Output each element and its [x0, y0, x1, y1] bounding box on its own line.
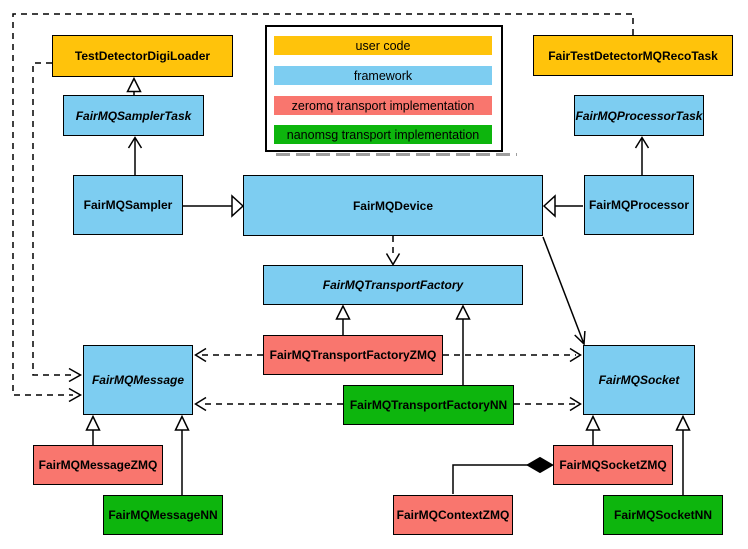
node-fairmqsampler: FairMQSampler: [73, 175, 183, 235]
edge-comp-contextzmq-socketzmq: [452, 456, 555, 494]
node-label: FairMQTransportFactoryNN: [349, 398, 508, 412]
edge-arrow-device-socket: [542, 236, 586, 346]
node-label: FairMQSamplerTask: [75, 108, 192, 123]
edge-inherit-tfzmq-transportfactory: [335, 304, 351, 335]
node-fairmqtransportfactory: FairMQTransportFactory: [263, 265, 523, 305]
node-fairmqtransportfactoryzmq: FairMQTransportFactoryZMQ: [263, 335, 443, 375]
node-fairtestdetectormqrecotask: FairTestDetectorMQRecoTask: [533, 35, 733, 76]
node-fairmqsocket: FairMQSocket: [583, 345, 695, 415]
edge-inherit-socketnn-socket: [675, 414, 691, 495]
node-fairmqsamplertask: FairMQSamplerTask: [63, 95, 204, 136]
node-label: FairMQContextZMQ: [396, 508, 510, 522]
edge-arrow-processor-processortask: [634, 136, 650, 175]
node-label: FairMQTransportFactory: [322, 278, 464, 292]
node-fairmqtransportfactorynn: FairMQTransportFactoryNN: [343, 385, 514, 425]
node-label: FairMQMessageZMQ: [38, 458, 158, 472]
edge-dep-tfzmq-socket: [443, 347, 582, 363]
edge-dep-device-transportfactory: [385, 236, 401, 266]
node-label: FairTestDetectorMQRecoTask: [548, 48, 718, 63]
edge-inherit-processor-device: [542, 194, 583, 218]
node-fairmqmessagenn: FairMQMessageNN: [103, 495, 223, 535]
edge-dep-tfzmq-message: [194, 347, 263, 363]
edge-arrow-sampler-samplertask: [127, 136, 143, 175]
node-fairmqdevice: FairMQDevice: [243, 175, 543, 236]
node-label: FairMQMessageNN: [108, 508, 218, 522]
edge-inherit-socketzmq-socket: [585, 414, 601, 445]
node-testdetectordigiloader: TestDetectorDigiLoader: [52, 35, 233, 77]
edge-dep-tfnn-message: [194, 396, 343, 412]
node-label: FairMQSampler: [83, 198, 173, 212]
node-label: FairMQMessage: [91, 373, 185, 387]
edge-inherit-messagenn-message: [174, 414, 190, 495]
edge-inherit-tfnn-transportfactory: [455, 304, 471, 385]
node-fairmqsocketnn: FairMQSocketNN: [603, 495, 723, 535]
node-fairmqprocessortask: FairMQProcessorTask: [574, 95, 704, 136]
node-label: FairMQSocketNN: [613, 508, 713, 522]
edge-inherit-digiloader-samplertask: [126, 76, 142, 95]
node-fairmqmessage: FairMQMessage: [83, 345, 193, 415]
legend-item-nanomsg: nanomsg transport implementation: [274, 125, 492, 144]
node-label: FairMQProcessor: [588, 198, 690, 212]
legend-item-framework: framework: [274, 66, 492, 85]
node-label: FairMQDevice: [352, 198, 434, 213]
legend-item-zeromq: zeromq transport implementation: [274, 96, 492, 115]
node-label: FairMQSocket: [598, 373, 680, 387]
node-label: TestDetectorDigiLoader: [74, 49, 211, 63]
edge-inherit-sampler-device: [183, 194, 245, 218]
edge-dep-tfnn-socket: [514, 396, 582, 412]
edge-inherit-messagezmq-message: [85, 414, 101, 445]
legend-item-user-code: user code: [274, 36, 492, 55]
node-fairmqprocessor: FairMQProcessor: [584, 175, 694, 235]
node-label: FairMQProcessorTask: [575, 108, 703, 123]
node-label: FairMQSocketZMQ: [559, 458, 667, 472]
node-fairmqsocketzmq: FairMQSocketZMQ: [553, 445, 673, 485]
node-label: FairMQTransportFactoryZMQ: [269, 348, 437, 362]
node-fairmqcontextzmq: FairMQContextZMQ: [393, 495, 513, 535]
node-fairmqmessagezmq: FairMQMessageZMQ: [33, 445, 163, 485]
